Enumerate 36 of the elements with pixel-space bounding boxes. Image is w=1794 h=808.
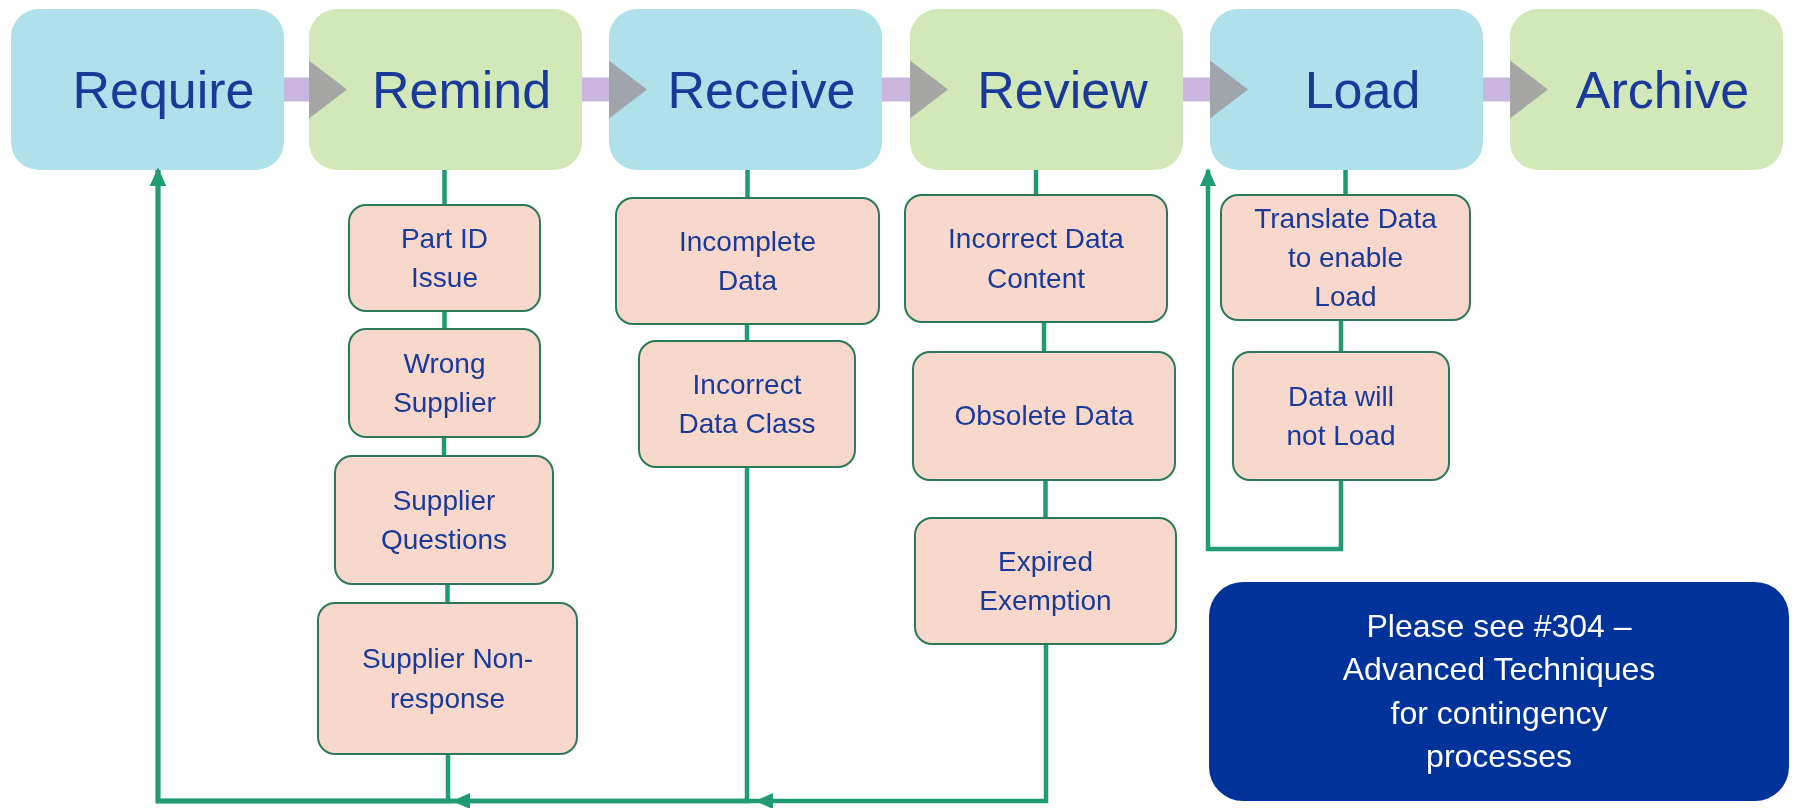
connector-line — [442, 170, 447, 204]
issue-box: Obsolete Data — [912, 351, 1176, 481]
issue-box: Translate Data to enable Load — [1220, 194, 1471, 321]
issue-box: Incorrect Data Class — [638, 340, 856, 468]
issue-box: Data will not Load — [1232, 351, 1450, 481]
stage-box: Review — [910, 9, 1183, 170]
block-arrow — [882, 60, 948, 119]
block-arrow — [1183, 60, 1248, 119]
issue-box: Supplier Questions — [334, 455, 554, 585]
note-box: Please see #304 – Advanced Techniques for contingency processes — [1209, 582, 1789, 801]
stage-box: Require — [11, 9, 284, 170]
connector-line — [1041, 323, 1047, 351]
block-arrow — [1483, 60, 1548, 119]
connector-line — [150, 168, 1049, 808]
connector-line — [442, 312, 447, 328]
connector-line — [441, 438, 447, 455]
issue-box: Part ID Issue — [348, 204, 541, 312]
connector-line — [445, 585, 450, 602]
issue-box: Expired Exemption — [914, 517, 1177, 645]
issue-box: Incomplete Data — [615, 197, 880, 325]
issue-box: Incorrect Data Content — [904, 194, 1168, 323]
connector-line — [1033, 170, 1039, 194]
issue-box: Wrong Supplier — [348, 328, 541, 438]
block-arrow — [284, 60, 347, 119]
connector-line — [1200, 168, 1344, 552]
stage-box: Remind — [309, 9, 582, 170]
block-arrow — [582, 60, 647, 119]
stage-box: Load — [1210, 9, 1483, 170]
connector-line — [745, 170, 750, 197]
stage-box: Archive — [1510, 9, 1783, 170]
stage-box: Receive — [609, 9, 882, 170]
connector-line — [1043, 481, 1048, 517]
connector-line — [1343, 170, 1348, 194]
connector-line — [744, 325, 750, 340]
connector-line — [1338, 321, 1344, 351]
issue-box: Supplier Non-response — [317, 602, 578, 755]
